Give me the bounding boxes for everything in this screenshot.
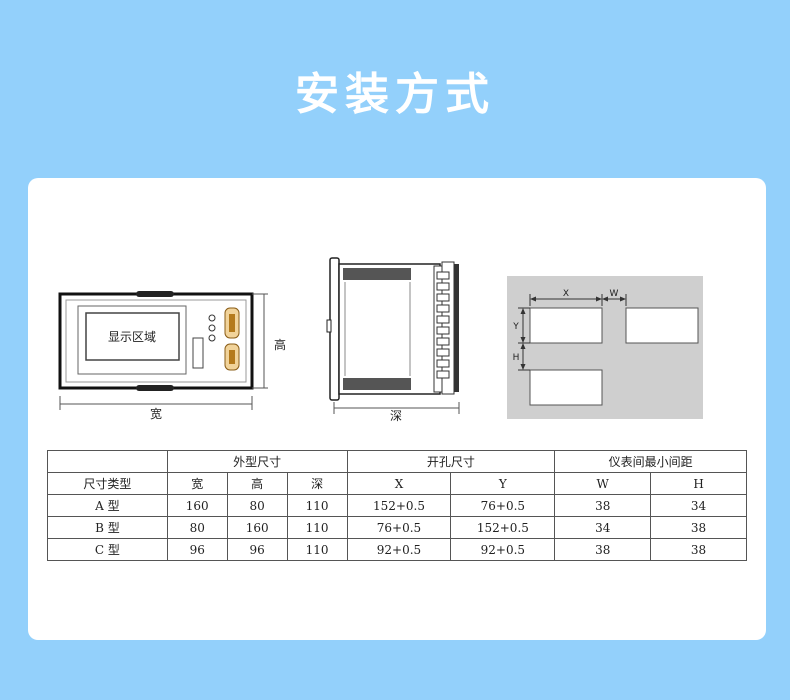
page-title: 安装方式 xyxy=(295,69,495,120)
table-cell: 38 xyxy=(554,494,652,517)
sub-header-h: H xyxy=(650,472,747,495)
table-cell: 76+0.5 xyxy=(450,494,556,517)
sub-header-w: W xyxy=(554,472,652,495)
depth-label: 深 xyxy=(390,409,402,423)
table-cell: 80 xyxy=(166,516,228,539)
cutout-view: X W Y H xyxy=(507,276,703,419)
table-cell: 110 xyxy=(286,494,348,517)
side-view: 深 xyxy=(326,257,460,423)
sub-header-x: X xyxy=(346,472,452,495)
table-row: B 型 80 160 110 76+0.5 152+0.5 34 38 xyxy=(47,516,747,539)
table-cell: 34 xyxy=(554,516,652,539)
table-cell: 34 xyxy=(650,494,747,517)
cutout-x-label: X xyxy=(563,289,569,299)
table-cell: 160 xyxy=(226,516,288,539)
table-row: C 型 96 96 110 92+0.5 92+0.5 38 38 xyxy=(47,538,747,561)
table-cell: 96 xyxy=(166,538,228,561)
front-view: 显示区域 高 宽 xyxy=(58,291,286,421)
sub-header-y: Y xyxy=(450,472,556,495)
spec-table: 外型尺寸 开孔尺寸 仪表间最小间距 尺寸类型 宽 高 深 X Y W H A 型… xyxy=(47,450,747,561)
sub-header-width: 宽 xyxy=(166,472,228,495)
table-cell: 96 xyxy=(226,538,288,561)
sub-header-height: 高 xyxy=(226,472,288,495)
table-cell: 152+0.5 xyxy=(346,494,452,517)
table-cell: 38 xyxy=(650,516,747,539)
table-row: A 型 160 80 110 152+0.5 76+0.5 38 34 xyxy=(47,494,747,517)
table-sub-header-row: 尺寸类型 宽 高 深 X Y W H xyxy=(47,472,747,495)
group-header-cutout-size: 开孔尺寸 xyxy=(346,450,556,473)
group-header-outer-size: 外型尺寸 xyxy=(166,450,348,473)
table-cell: 92+0.5 xyxy=(346,538,452,561)
table-cell: 76+0.5 xyxy=(346,516,452,539)
cutout-y-label: Y xyxy=(512,322,519,332)
table-group-header-row: 外型尺寸 开孔尺寸 仪表间最小间距 xyxy=(47,450,747,473)
table-cell: 38 xyxy=(650,538,747,561)
display-area-label: 显示区域 xyxy=(108,330,156,344)
cutout-h-label: H xyxy=(513,353,520,363)
sub-header-depth: 深 xyxy=(286,472,348,495)
height-label: 高 xyxy=(274,337,286,352)
table-cell: 160 xyxy=(166,494,228,517)
table-cell: 38 xyxy=(554,538,652,561)
table-cell: B 型 xyxy=(47,516,168,539)
table-cell: 152+0.5 xyxy=(450,516,556,539)
table-cell: 110 xyxy=(286,538,348,561)
table-cell: 80 xyxy=(226,494,288,517)
table-cell: 110 xyxy=(286,516,348,539)
group-header-min-spacing: 仪表间最小间距 xyxy=(554,450,747,473)
sub-header-type: 尺寸类型 xyxy=(47,472,168,495)
width-label: 宽 xyxy=(150,406,162,421)
table-cell: 92+0.5 xyxy=(450,538,556,561)
table-cell: C 型 xyxy=(47,538,168,561)
table-cell: A 型 xyxy=(47,494,168,517)
cutout-w-label: W xyxy=(610,289,619,299)
table-corner-cell xyxy=(47,450,168,473)
